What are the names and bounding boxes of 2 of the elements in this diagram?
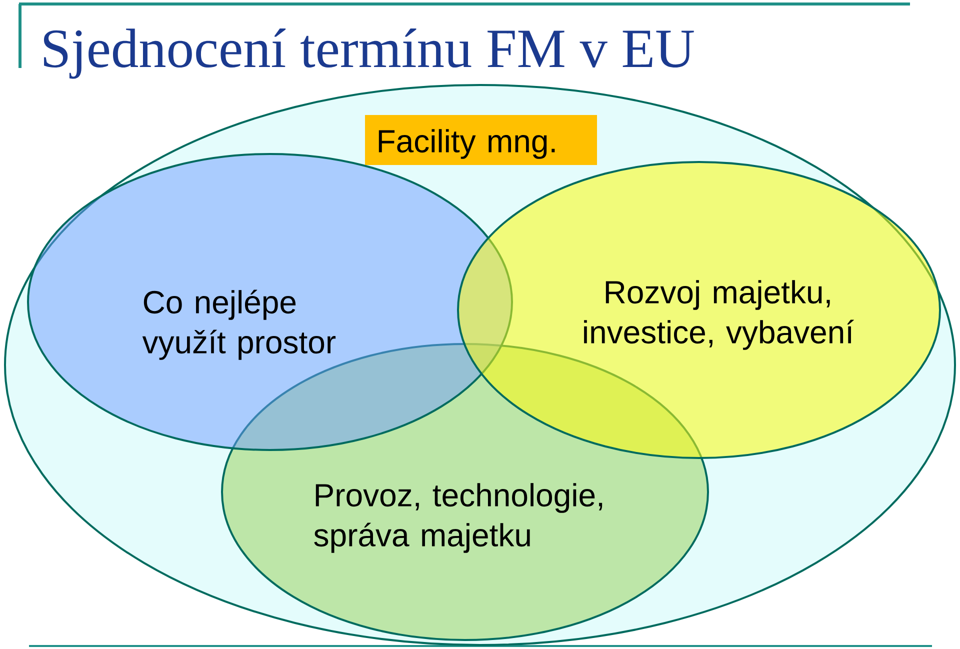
label-box: Facility mng. [365, 115, 597, 165]
title: Sjednocení termínu FM v EU [44, 28, 694, 79]
